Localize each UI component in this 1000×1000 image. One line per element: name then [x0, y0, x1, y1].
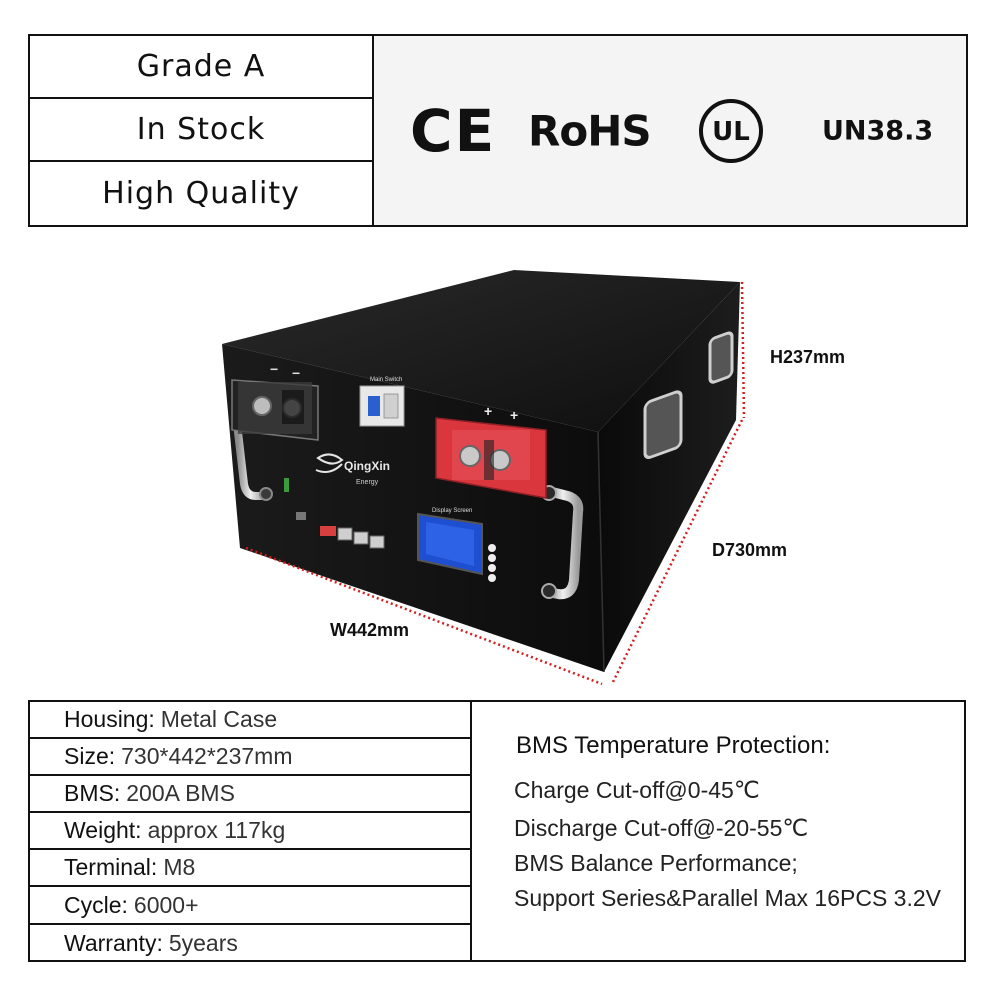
spec-table: Housing: Metal Case Size: 730*442*237mm … — [28, 700, 966, 962]
spec-key: Cycle: — [64, 891, 128, 918]
brand-name: QingXin — [344, 459, 390, 473]
dimension-lines — [245, 281, 746, 686]
spec-key: Weight: — [64, 817, 142, 844]
feature-grade: Grade A — [30, 36, 372, 99]
depth-dimension: D730mm — [712, 540, 788, 560]
feature-stock: In Stock — [30, 99, 372, 162]
bms-title: BMS Temperature Protection: — [516, 732, 831, 759]
main-switch[interactable] — [359, 385, 405, 427]
minus-sign-2: − — [292, 365, 300, 381]
ul-mark-text: UL — [712, 117, 750, 147]
spec-value: 5years — [168, 929, 238, 956]
minus-sign-1: − — [270, 361, 278, 377]
plus-sign-1: + — [484, 403, 492, 419]
display-buttons[interactable] — [488, 544, 496, 582]
spec-key: Terminal: — [64, 854, 158, 881]
right-handle — [543, 487, 584, 600]
positive-terminal — [435, 417, 547, 499]
bms-line-charge: Charge Cut-off@0-45℃ — [514, 777, 760, 803]
feature-list: Grade A In Stock High Quality — [30, 36, 374, 225]
spec-key: Housing: — [64, 706, 155, 733]
comm-ports[interactable] — [296, 512, 385, 549]
spec-key: Warranty: — [64, 929, 163, 956]
spec-value: approx 117kg — [147, 817, 286, 844]
spec-row-size: Size: 730*442*237mm — [30, 739, 470, 777]
rohs-mark-icon: RoHS — [528, 106, 652, 155]
spec-value: 730*442*237mm — [121, 743, 293, 770]
battery-product-image: − − Main Switch + + QingXin Energy — [0, 240, 1000, 690]
ul-mark-icon: UL — [698, 98, 764, 164]
bms-line-discharge: Discharge Cut-off@-20-55℃ — [514, 815, 809, 841]
un38-mark-icon: UN38.3 — [822, 115, 934, 146]
battery-illustration: − − Main Switch + + QingXin Energy — [222, 270, 746, 686]
spec-row-weight: Weight: approx 117kg — [30, 813, 470, 851]
bms-line-series: Support Series&Parallel Max 16PCS 3.2V — [514, 885, 941, 911]
bms-line-balance: BMS Balance Performance; — [514, 850, 798, 876]
spec-row-warranty: Warranty: 5years — [30, 925, 470, 962]
side-handle-front — [643, 390, 683, 460]
certification-panel: CE RoHS UL UN38.3 — [374, 36, 966, 225]
spec-value: 200A BMS — [126, 780, 235, 807]
display-screen — [417, 512, 483, 576]
case-side — [598, 282, 740, 672]
brand-sub: Energy — [356, 479, 379, 486]
spec-value: 6000+ — [133, 891, 199, 918]
side-handle-rear — [708, 331, 734, 384]
feature-quality: High Quality — [102, 176, 300, 211]
brand-logo: QingXin Energy — [315, 453, 390, 486]
status-led — [284, 478, 289, 492]
feature-cert-table: Grade A In Stock High Quality CE RoHS UL… — [28, 34, 968, 227]
plus-sign-2: + — [510, 407, 518, 423]
spec-value: M8 — [163, 854, 196, 881]
main-switch-label: Main Switch — [370, 377, 402, 383]
height-dimension: H237mm — [770, 347, 846, 367]
ce-mark-icon: CE — [410, 96, 497, 165]
spec-row-housing: Housing: Metal Case — [30, 702, 470, 740]
spec-value: Metal Case — [160, 706, 278, 733]
spec-key: BMS: — [64, 780, 121, 807]
spec-row-terminal: Terminal: M8 — [30, 850, 470, 888]
negative-terminal — [231, 379, 319, 441]
spec-list: Housing: Metal Case Size: 730*442*237mm … — [30, 702, 472, 960]
width-dimension: W442mm — [330, 620, 410, 640]
spec-row-bms: BMS: 200A BMS — [30, 776, 470, 814]
display-screen-label: Display Screen — [432, 508, 472, 514]
bms-protection-panel: BMS Temperature Protection: Charge Cut-o… — [472, 702, 964, 960]
spec-key: Size: — [64, 743, 116, 770]
case-top — [222, 270, 740, 432]
spec-row-cycle: Cycle: 6000+ — [30, 887, 470, 925]
